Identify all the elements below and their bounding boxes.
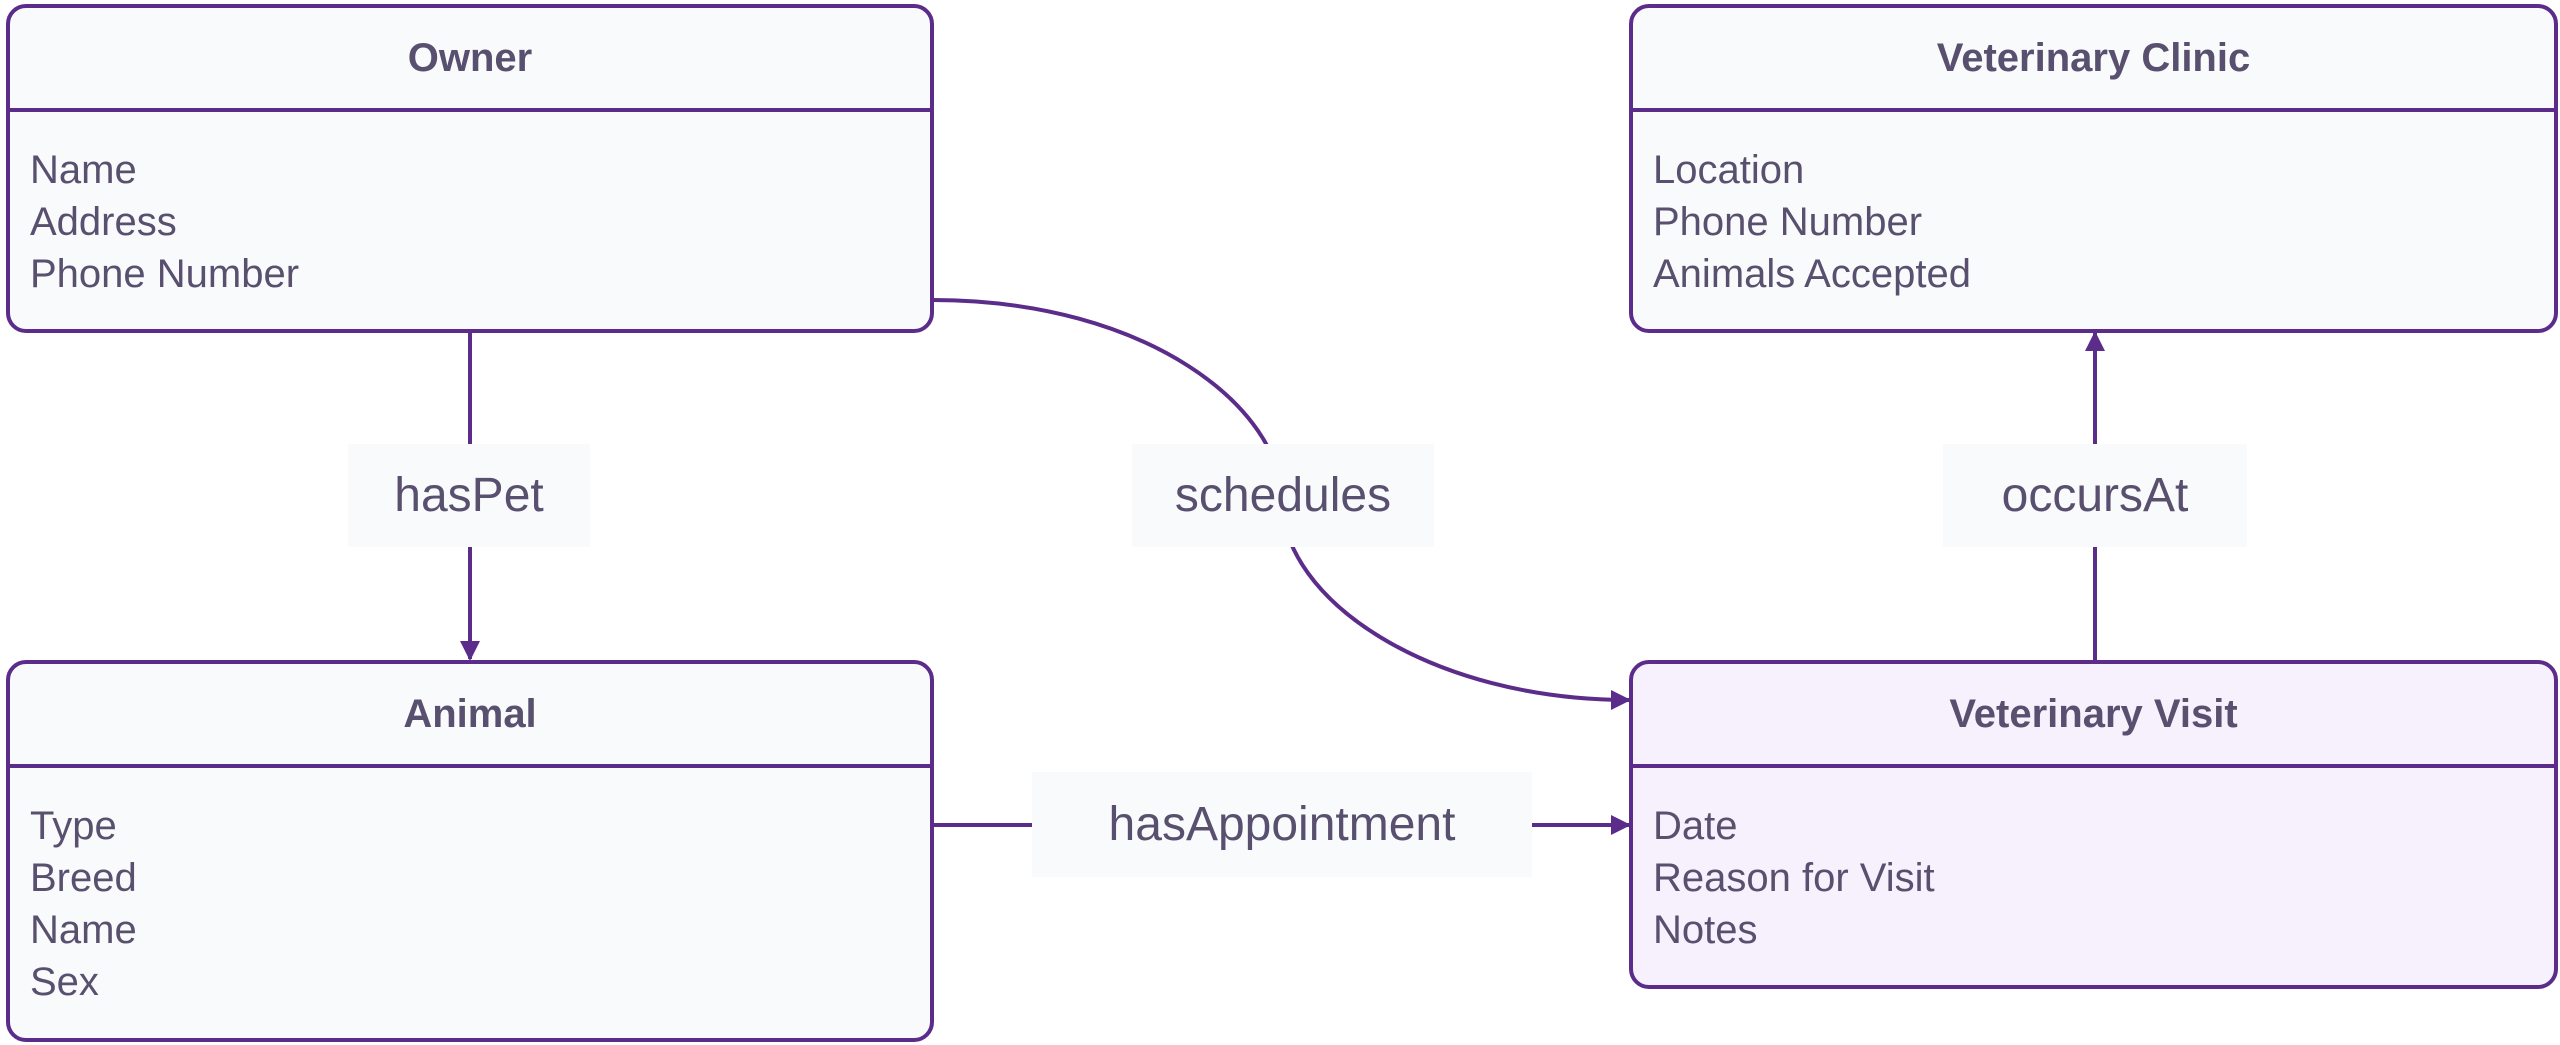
entity-animal[interactable]: Animal Type Breed Name Sex: [6, 660, 934, 1042]
attribute: Sex: [30, 960, 99, 1004]
relation-label-hasappointment: hasAppointment: [1032, 772, 1532, 877]
attribute: Address: [30, 200, 177, 244]
attribute: Phone Number: [1653, 200, 1923, 244]
attribute: Phone Number: [30, 252, 300, 296]
entity-title: Veterinary Clinic: [1633, 8, 2554, 112]
entity-owner[interactable]: Owner Name Address Phone Number: [6, 4, 934, 333]
attribute: Type: [30, 804, 117, 848]
entity-title: Veterinary Visit: [1633, 664, 2554, 768]
attribute: Date: [1653, 804, 1738, 848]
attribute: Notes: [1653, 908, 1758, 952]
relation-label-schedules: schedules: [1132, 444, 1434, 547]
relation-label-occursat: occursAt: [1943, 444, 2247, 547]
entity-title: Owner: [10, 8, 930, 112]
attribute: Name: [30, 148, 137, 192]
attribute: Breed: [30, 856, 137, 900]
relation-label-haspet: hasPet: [348, 444, 590, 547]
attribute: Reason for Visit: [1653, 856, 1935, 900]
entity-title: Animal: [10, 664, 930, 768]
attribute: Name: [30, 908, 137, 952]
attribute: Animals Accepted: [1653, 252, 1971, 296]
entity-veterinary-clinic[interactable]: Veterinary Clinic Location Phone Number …: [1629, 4, 2558, 333]
entity-veterinary-visit[interactable]: Veterinary Visit Date Reason for Visit N…: [1629, 660, 2558, 989]
attribute: Location: [1653, 148, 1805, 192]
